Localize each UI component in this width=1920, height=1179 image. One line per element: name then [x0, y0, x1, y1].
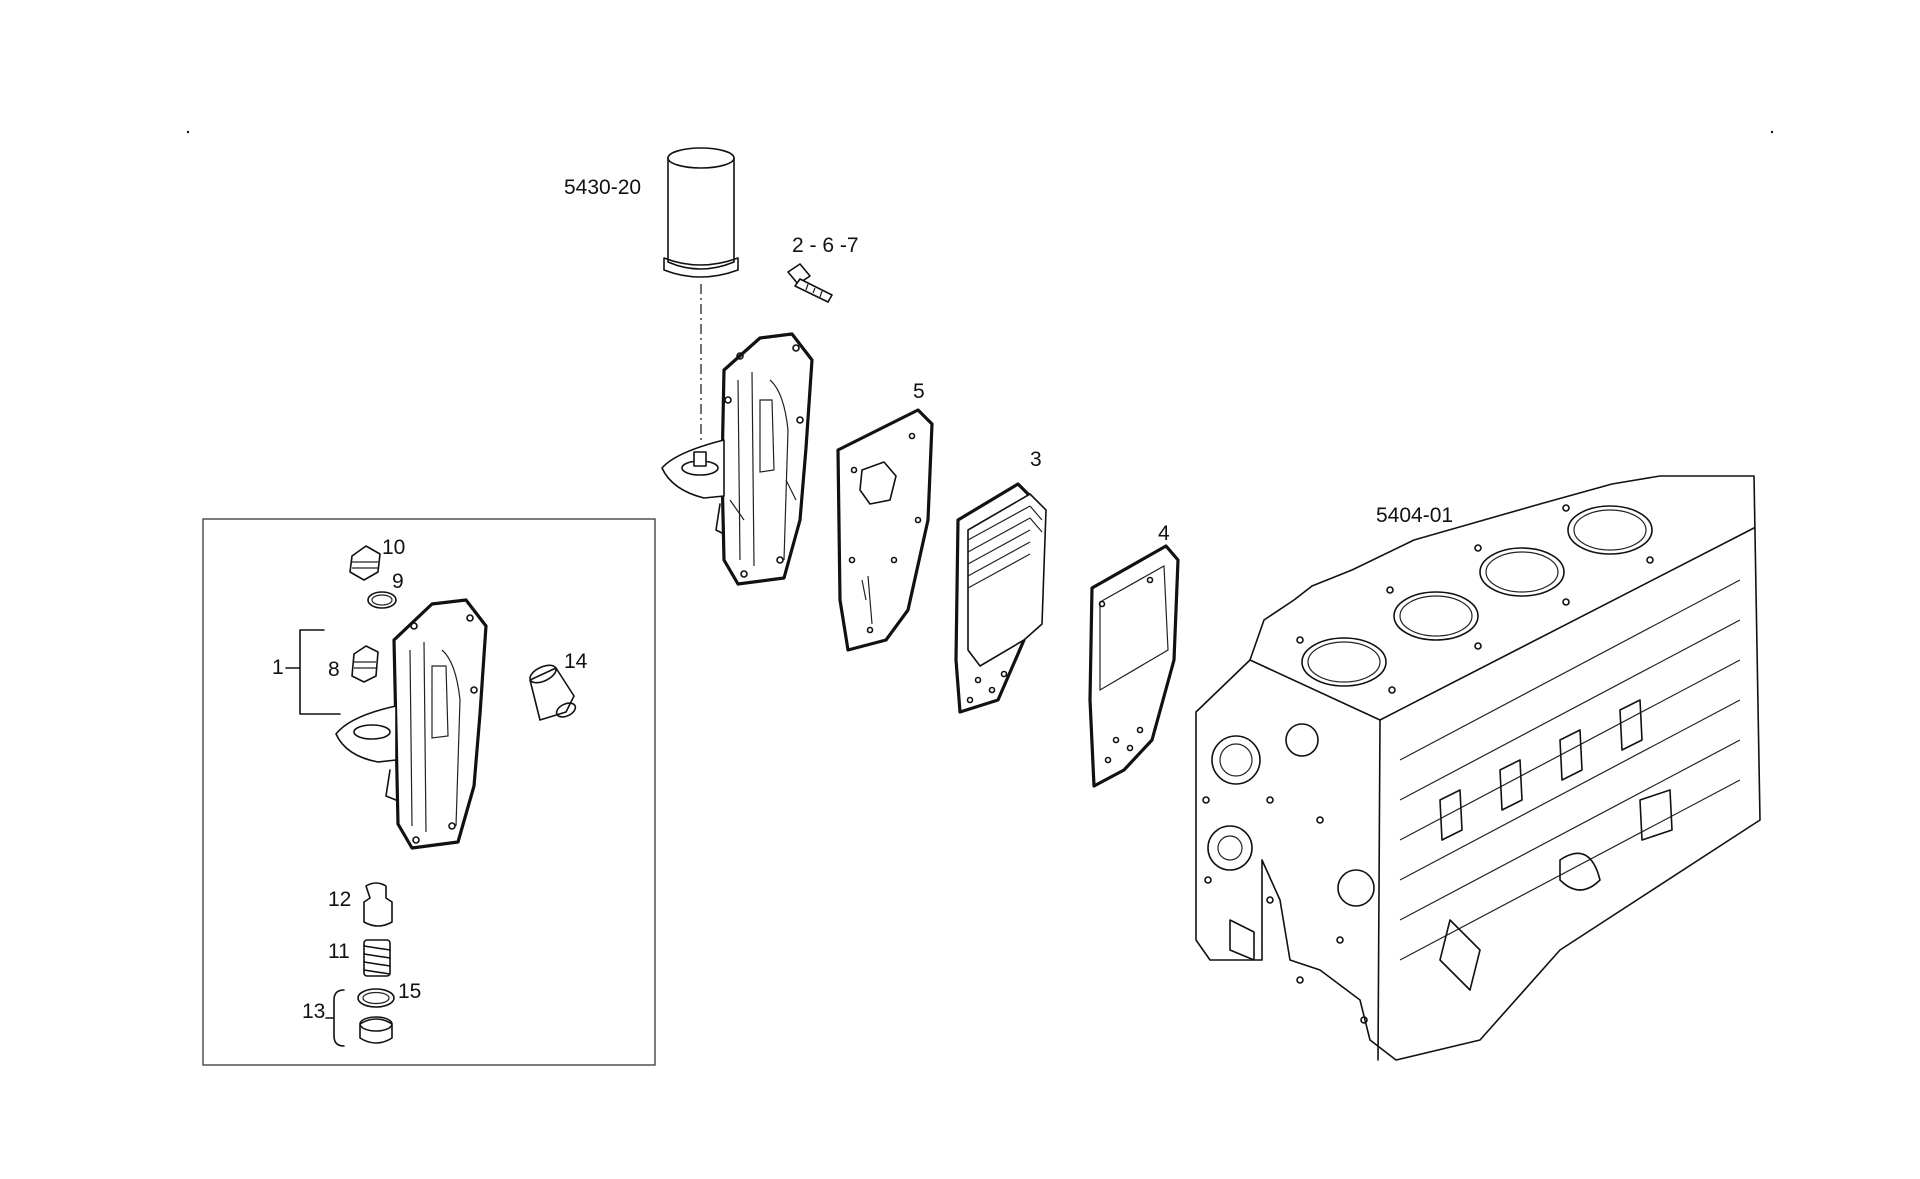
bracket-item-1 [285, 629, 341, 715]
label-item-9: 9 [392, 570, 404, 593]
label-item-10: 10 [382, 536, 405, 559]
gasket-5 [836, 408, 934, 652]
label-cooler-3: 3 [1030, 448, 1042, 471]
filter-support-housing [661, 332, 814, 586]
label-item-8: 8 [328, 658, 340, 681]
bracket-item-13 [325, 989, 345, 1047]
plug-13 [359, 1016, 393, 1044]
label-item-13: 13 [302, 1000, 325, 1023]
mounting-screw [787, 263, 833, 303]
o-ring-9 [367, 591, 397, 609]
label-gasket-5: 5 [913, 380, 925, 403]
oil-filter-cartridge [663, 147, 739, 440]
sleeve-14 [529, 664, 577, 721]
label-item-12: 12 [328, 888, 351, 911]
label-oil-filter: 5430-20 [564, 176, 641, 199]
label-item-1: 1 [272, 656, 284, 679]
filter-support-housing-1 [335, 598, 488, 850]
label-engine-block: 5404-01 [1376, 504, 1453, 527]
spring-11 [363, 939, 391, 977]
gasket-4 [1088, 544, 1180, 788]
registration-marks [186, 130, 1774, 134]
valve-piston-12 [363, 882, 393, 927]
oil-cooler-3 [954, 482, 1047, 714]
plug-10 [349, 545, 381, 581]
label-item-11: 11 [328, 940, 350, 963]
o-ring-15 [357, 988, 395, 1008]
detail-inset-box [202, 518, 656, 1066]
plug-8 [351, 645, 379, 683]
engine-block [1195, 475, 1761, 1061]
label-item-15: 15 [398, 980, 421, 1003]
label-item-14: 14 [564, 650, 588, 673]
label-gasket-4: 4 [1158, 522, 1170, 545]
label-screws: 2 - 6 -7 [792, 234, 859, 257]
